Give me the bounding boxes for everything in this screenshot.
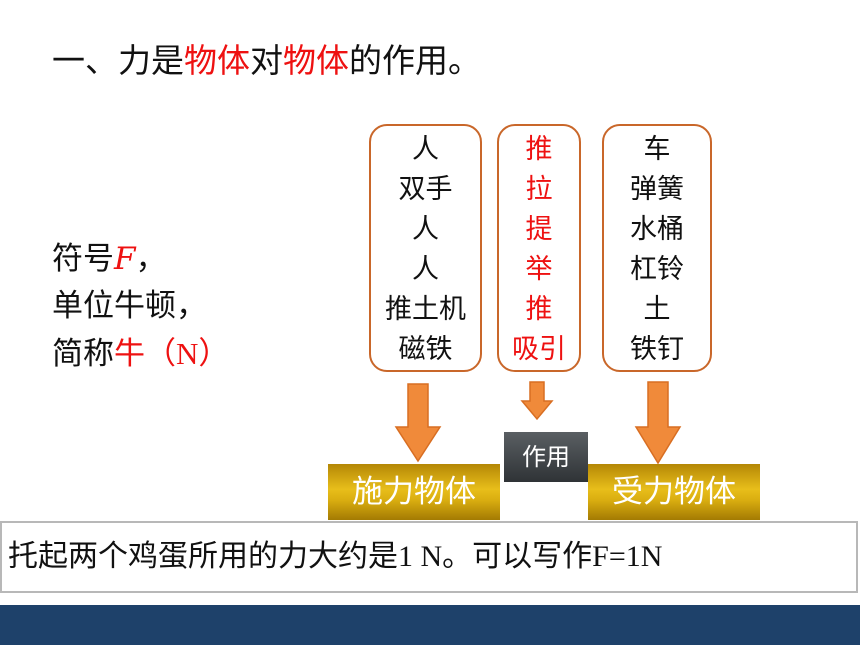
receiver-item: 弹簧	[630, 174, 684, 205]
action-item: 拉	[525, 174, 553, 205]
symbol-line: 符号F，	[52, 236, 229, 283]
action-item: 吸引	[512, 334, 566, 365]
receiver-item: 铁钉	[630, 334, 684, 365]
title-object-1: 物体	[184, 41, 250, 80]
agent-item: 推土机	[385, 294, 466, 325]
receiver-item: 水桶	[630, 214, 684, 245]
slide-title: 一、力是物体对物体的作用。	[52, 36, 481, 86]
force-symbol: F	[114, 241, 136, 277]
abbrev-line: 简称牛（N）	[52, 330, 229, 378]
receivers-box	[602, 124, 712, 372]
unit-name: 牛	[114, 336, 145, 372]
title-mid: 对	[250, 41, 283, 80]
receiver-item: 土	[643, 294, 671, 325]
action-label: 作用	[504, 432, 588, 482]
note-formula: F=1N	[592, 540, 663, 573]
agent-item: 人	[412, 214, 439, 245]
note-value: 1 N	[398, 540, 443, 573]
agent-item: 磁铁	[398, 334, 453, 365]
arrow-down-icon	[634, 381, 682, 465]
action-item: 推	[525, 294, 553, 325]
symbol-label: 符号	[52, 241, 114, 277]
receiver-item: 车	[643, 134, 671, 165]
title-suffix: 的作用。	[349, 41, 481, 80]
note-text-2: 。可以写作	[442, 539, 593, 574]
agents-box	[369, 124, 482, 372]
abbrev-label: 简称	[52, 336, 114, 372]
agent-item: 人	[412, 254, 439, 285]
arrow-down-icon	[394, 383, 442, 463]
action-item: 举	[525, 254, 553, 285]
receivers-list: 车 弹簧 水桶 杠铃 土 铁钉	[602, 130, 712, 370]
symbol-comma: ，	[135, 241, 167, 277]
note-text: 托起两个鸡蛋所用的力大约是	[8, 539, 398, 574]
footer-bar	[0, 605, 860, 645]
example-note: 托起两个鸡蛋所用的力大约是1 N。可以写作F=1N	[0, 521, 858, 593]
unit-line: 单位牛顿，	[52, 288, 207, 324]
receiving-object-label: 受力物体	[588, 464, 760, 520]
title-object-2: 物体	[283, 41, 349, 80]
actions-box	[497, 124, 581, 372]
agent-item: 人	[412, 134, 439, 165]
action-item: 推	[525, 134, 553, 165]
agent-item: 双手	[398, 174, 453, 205]
agents-list: 人 双手 人 人 推土机 磁铁	[369, 130, 482, 370]
applying-object-label: 施力物体	[328, 464, 500, 520]
force-symbol-info: 符号F， 单位牛顿， 简称牛（N）	[52, 236, 229, 378]
unit-symbol: （N）	[145, 336, 230, 371]
actions-list: 推 拉 提 举 推 吸引	[497, 130, 581, 370]
receiver-item: 杠铃	[630, 254, 684, 285]
title-prefix: 一、力是	[52, 41, 184, 80]
action-item: 提	[525, 214, 553, 245]
arrow-down-icon	[520, 381, 554, 421]
